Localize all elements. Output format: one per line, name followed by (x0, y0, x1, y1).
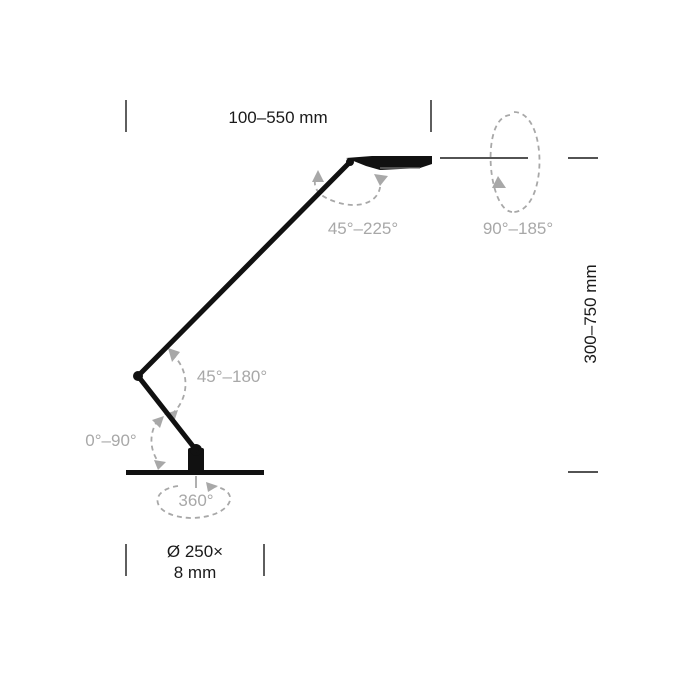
elbow-arrow-top-icon (168, 348, 180, 362)
height-label: 300–750 mm (581, 264, 600, 363)
head-tilt-arrow-left-icon (312, 170, 324, 182)
head-rotation-label: 90°–185° (483, 219, 553, 238)
elbow-arc (171, 353, 187, 415)
head-rotation-arc-left (489, 114, 513, 213)
base-diameter-label: Ø 250× (167, 542, 223, 561)
lamp-head (346, 156, 432, 170)
shoulder-arrow-top-icon (152, 416, 164, 428)
desk-lamp (126, 156, 432, 475)
head-tilt-arrow-right-icon (374, 174, 388, 186)
shoulder-arrow-bottom-icon (154, 460, 166, 470)
lamp-upper-arm (135, 159, 353, 379)
elbow-label: 45°–180° (197, 367, 267, 386)
base-rotation-label: 360° (178, 491, 213, 510)
lamp-base-plate (126, 470, 264, 475)
base-rotation-arrow-icon (206, 482, 218, 492)
reach-label: 100–550 mm (228, 108, 327, 127)
head-rotation-arrow-icon (492, 176, 506, 188)
base-thickness-label: 8 mm (174, 563, 217, 582)
lamp-lower-arm (135, 373, 199, 453)
head-tilt-label: 45°–225° (328, 219, 398, 238)
base-rotation-ellipse (156, 485, 232, 519)
shoulder-label: 0°–90° (85, 431, 136, 450)
head-rotation-arc-right (513, 111, 541, 213)
